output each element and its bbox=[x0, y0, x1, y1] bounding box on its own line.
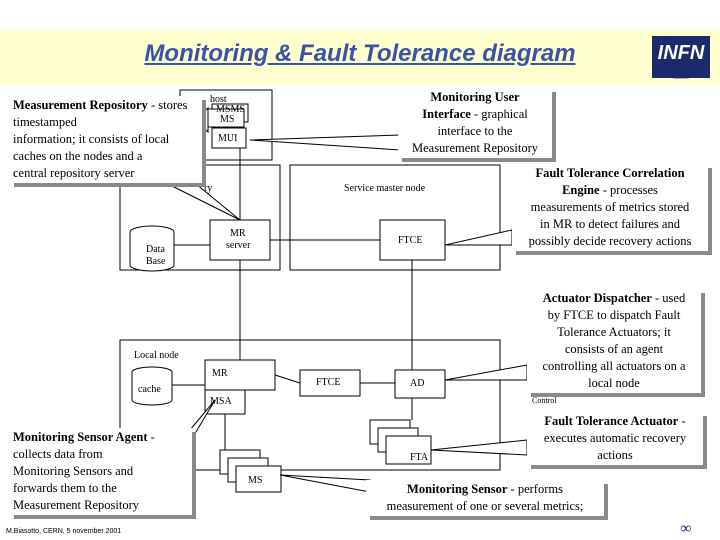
fta-callout-pointer bbox=[430, 439, 528, 456]
mr-local-label: MR bbox=[212, 368, 228, 379]
repository-fragment-label: ry bbox=[204, 183, 213, 194]
infn-logo-subtext: Istituto Nazionale di Fisica Nucleare bbox=[657, 70, 705, 80]
local-node-box bbox=[119, 339, 501, 471]
database-body bbox=[129, 232, 175, 272]
mr-server-label-1: MR bbox=[230, 228, 246, 239]
ad-callout-text-4: consists of an agent bbox=[564, 342, 664, 356]
ftce-callout-title-2: Engine bbox=[562, 183, 600, 197]
ms-stack-3 bbox=[235, 465, 282, 493]
ad-callout-pointer bbox=[444, 364, 528, 381]
ftce-callout-text-4: possibly decide recovery actions bbox=[528, 234, 692, 248]
ad-box bbox=[394, 369, 446, 399]
local-node-label: Local node bbox=[134, 350, 179, 361]
ftce-callout-text-3: in MR to detect failures and bbox=[540, 217, 680, 231]
ftce-callout-title: Fault Tolerance Correlation bbox=[535, 166, 685, 180]
footer-credit: M.Biasotto, CERN, 5 november 2001 bbox=[6, 528, 122, 535]
monitoring-user-interface-callout: Monitoring User Interface - graphical in… bbox=[398, 88, 552, 158]
cache-label: cache bbox=[138, 384, 161, 395]
mui-callout-title-2: Interface bbox=[422, 107, 471, 121]
ad-callout-text-5: controlling all actuators on a bbox=[542, 359, 686, 373]
msa-callout-text-5: Measurement Repository bbox=[13, 498, 140, 512]
mr-callout-text-1: - stores timestamped bbox=[13, 98, 188, 129]
mui-callout-text-2: interface to the bbox=[437, 124, 513, 138]
ms-label: MS bbox=[220, 114, 235, 125]
fta-callout-text-1: - bbox=[681, 414, 686, 428]
mr-callout-text-2: information; it consists of local bbox=[13, 132, 170, 146]
ms-callout-pointer bbox=[279, 474, 371, 493]
msms-label: MSMS bbox=[216, 104, 245, 115]
base-label: Base bbox=[146, 256, 166, 267]
ad-callout-text-1: - used bbox=[655, 291, 686, 305]
fta-callout-title: Fault Tolerance Actuator bbox=[544, 414, 679, 428]
page-title: Monitoring & Fault Tolerance diagram bbox=[144, 40, 576, 67]
monitoring-sensor-agent-callout: Monitoring Sensor Agent - collects data … bbox=[10, 428, 192, 515]
msa-callout-text-4: forwards them to the bbox=[13, 481, 117, 495]
msa-callout-text-3: Monitoring Sensors and bbox=[13, 464, 134, 478]
msa-label: MSA bbox=[210, 396, 232, 407]
monitoring-sensor-callout: Monitoring Sensor - performs measurement… bbox=[366, 480, 604, 516]
host-label: host bbox=[210, 94, 227, 105]
mr-server-box bbox=[209, 219, 271, 261]
service-master-label: Service master node bbox=[344, 183, 426, 194]
ftce-callout-pointer bbox=[444, 229, 513, 246]
mui-label: MUI bbox=[218, 133, 238, 144]
ftce-top-label: FTCE bbox=[398, 235, 423, 246]
ad-callout-text-3: Tolerance Actuators; it bbox=[557, 325, 671, 339]
mui-callout-title: Monitoring User bbox=[430, 90, 520, 104]
mui-callout-text-1: - graphical bbox=[473, 107, 528, 121]
service-master-node-box bbox=[289, 164, 501, 271]
fta-box-3 bbox=[385, 435, 432, 465]
mr-callout-text-4: central repository server bbox=[13, 166, 135, 180]
ad-callout-text-6: local node bbox=[588, 376, 640, 390]
ms-bottom-label: MS bbox=[248, 475, 263, 486]
ftce-callout: Fault Tolerance Correlation Engine - pro… bbox=[512, 164, 708, 251]
infn-logo: INFN bbox=[652, 36, 710, 78]
mui-box bbox=[211, 127, 247, 149]
fta-label: FTA bbox=[410, 452, 429, 463]
mr-callout-title: Measurement Repository bbox=[13, 98, 148, 112]
mr-server-label-2: server bbox=[226, 240, 251, 251]
ftce-callout-text-2: measurements of metrics stored bbox=[530, 200, 690, 214]
ms-callout-title: Monitoring Sensor bbox=[407, 482, 508, 496]
fta-callout-text-2: executes automatic recovery bbox=[543, 431, 687, 445]
mui-callout-text-3: Measurement Repository bbox=[411, 141, 538, 155]
ad-label: AD bbox=[410, 378, 425, 389]
cache-body bbox=[131, 372, 173, 406]
ad-callout-title: Actuator Dispatcher bbox=[542, 291, 652, 305]
mr-callout-text-3: caches on the nodes and a bbox=[13, 149, 143, 163]
measurement-repository-callout: Measurement Repository - stores timestam… bbox=[10, 96, 202, 183]
ad-callout-text-2: by FTCE to dispatch Fault bbox=[547, 308, 681, 322]
ftce-top-box bbox=[379, 219, 446, 261]
fta-callout-text-3: actions bbox=[597, 448, 633, 462]
msa-callout-text-2: collects data from bbox=[13, 447, 103, 461]
title-band bbox=[0, 30, 720, 85]
ms-callout-text-2: measurement of one or several metrics; bbox=[386, 499, 584, 513]
msa-callout-text-1: - bbox=[150, 430, 155, 444]
ms-callout-text-1: - performs bbox=[510, 482, 563, 496]
ftce-callout-text-1: - processes bbox=[602, 183, 658, 197]
slide-footer-icon: ∞ bbox=[680, 520, 692, 537]
msa-callout-title: Monitoring Sensor Agent bbox=[13, 430, 148, 444]
data-label: Data bbox=[146, 244, 165, 255]
ftce-local-label: FTCE bbox=[316, 377, 341, 388]
msa-box bbox=[204, 389, 246, 415]
fault-tolerance-actuator-callout: Fault Tolerance Actuator - executes auto… bbox=[527, 412, 703, 465]
mr-to-ftce-local-line bbox=[274, 374, 301, 384]
actuator-dispatcher-callout: Actuator Dispatcher - used by FTCE to di… bbox=[527, 289, 701, 393]
control-label: Control bbox=[532, 396, 557, 405]
